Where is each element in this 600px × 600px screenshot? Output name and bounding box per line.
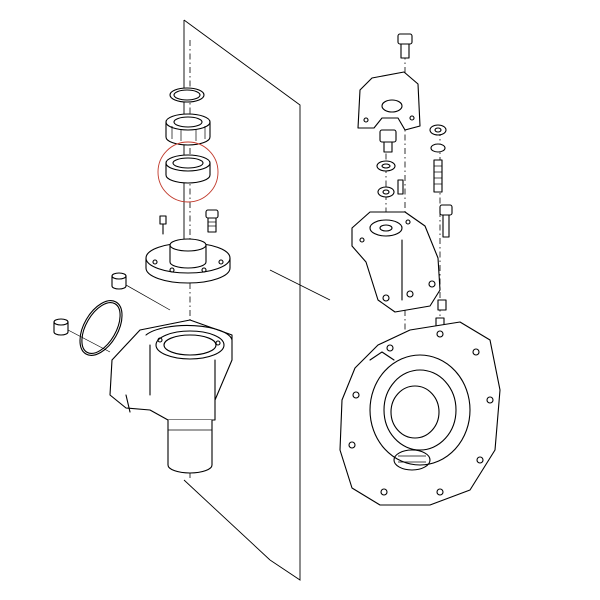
spindle-shaft-part [167,419,213,474]
cover-plate-part [357,71,421,131]
washer-part [377,186,395,198]
right-nut-part [429,124,447,153]
snap-ring-part [169,87,205,103]
lower-bolt-part [437,299,447,311]
bushing-part-1 [111,272,127,290]
separation-plane [183,19,331,581]
grease-fitting-part [205,209,219,233]
side-bolt-part [439,204,453,238]
knuckle-body-part [109,319,233,421]
top-bolt-part [397,33,413,59]
flange-housing-part [145,238,231,284]
bushing-part-2 [53,318,69,336]
pin-part [397,179,404,195]
left-assembly [53,40,233,480]
right-assembly [339,33,501,506]
bearing-part [165,113,211,146]
highlight-circle [157,141,219,203]
bracket-part [351,211,441,313]
o-ring-part [79,300,123,356]
hex-bolt-part [379,129,397,153]
gearbox-housing-part [339,321,501,506]
stud-part [433,159,443,193]
seal-ring-part [165,154,211,184]
nut-part [376,160,396,172]
small-bolt-part [159,215,167,235]
